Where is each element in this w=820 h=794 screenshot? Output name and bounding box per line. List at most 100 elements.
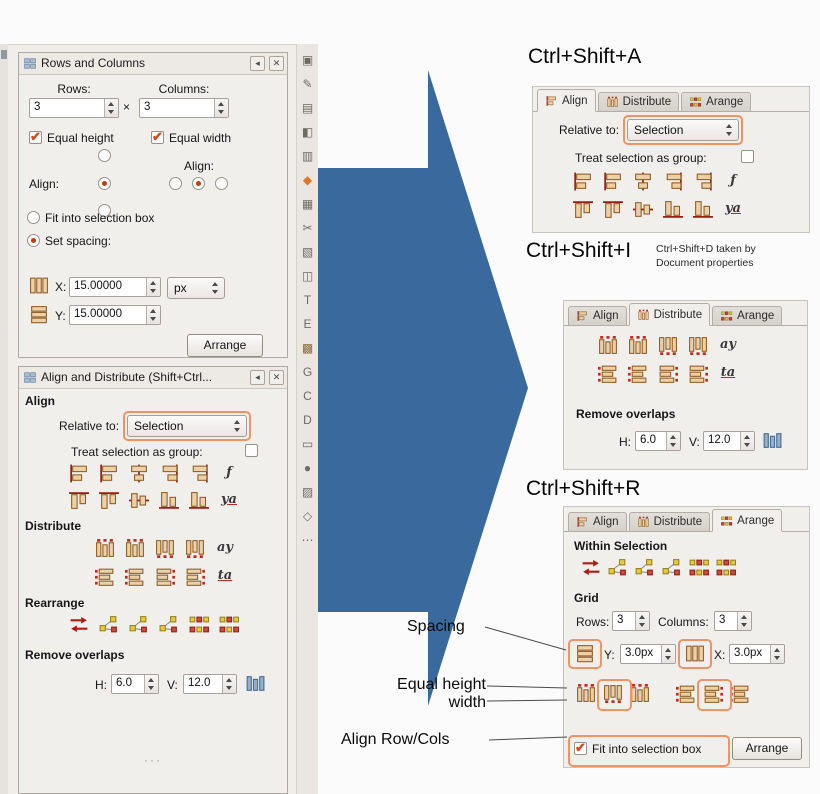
align-right-icon[interactable] bbox=[157, 463, 181, 484]
v-gap-input[interactable]: 12.0 bbox=[183, 674, 237, 694]
align-text-baseline-icon[interactable]: ya bbox=[725, 201, 741, 216]
y-spacing-spinner[interactable] bbox=[661, 645, 675, 663]
y-spacing-input[interactable]: 15.00000 bbox=[69, 305, 161, 325]
equal-height-center-icon[interactable] bbox=[701, 683, 725, 704]
distribute-gaps-v-icon[interactable] bbox=[686, 363, 710, 384]
align-top-edge-icon[interactable] bbox=[67, 490, 91, 511]
h-gap-spinner[interactable] bbox=[144, 675, 158, 693]
unit-select[interactable]: px bbox=[167, 277, 225, 299]
unclump-icon[interactable] bbox=[217, 614, 241, 635]
tab-distribute[interactable]: Distribute bbox=[628, 512, 711, 532]
align-center-h-icon[interactable] bbox=[631, 171, 655, 192]
remove-overlaps-icon[interactable] bbox=[760, 430, 784, 451]
dock-icon[interactable]: ◧ bbox=[301, 125, 314, 139]
distribute-left-icon[interactable] bbox=[93, 538, 117, 559]
distribute-text-h-icon[interactable]: ay bbox=[217, 540, 233, 555]
v-gap-spinner[interactable] bbox=[740, 432, 754, 450]
fit-selection-checkbox[interactable] bbox=[574, 740, 587, 756]
x-spacing-input[interactable]: 15.00000 bbox=[69, 277, 161, 297]
dock-dialog-button[interactable]: ◂ bbox=[250, 56, 265, 71]
tab-align[interactable]: Align bbox=[568, 512, 627, 532]
distribute-left-icon[interactable] bbox=[596, 335, 620, 356]
v-gap-input[interactable]: 12.0 bbox=[703, 431, 755, 451]
randomize-icon[interactable] bbox=[187, 614, 211, 635]
align-right-edge-icon[interactable] bbox=[691, 171, 715, 192]
graph-layout-icon[interactable] bbox=[97, 614, 121, 635]
align-middle-icon[interactable] bbox=[631, 199, 655, 220]
equal-width-center-icon[interactable] bbox=[601, 683, 625, 704]
align-text-baseline-icon[interactable]: ya bbox=[221, 492, 237, 507]
unclump-icon[interactable] bbox=[714, 557, 738, 578]
distribute-gaps-h-icon[interactable] bbox=[183, 538, 207, 559]
dock-icon[interactable]: ● bbox=[303, 461, 312, 475]
rows-input[interactable]: 3 bbox=[29, 98, 119, 118]
align-bottom-icon[interactable] bbox=[661, 199, 685, 220]
distribute-center-v-icon[interactable] bbox=[123, 566, 147, 587]
v-gap-spinner[interactable] bbox=[222, 675, 236, 693]
dock-icon[interactable]: ▤ bbox=[301, 101, 314, 115]
graph-layout-icon[interactable] bbox=[606, 557, 630, 578]
equal-height-icon[interactable] bbox=[674, 683, 698, 704]
relative-to-select[interactable]: Selection bbox=[627, 119, 739, 141]
rotate-positions-icon[interactable] bbox=[660, 557, 684, 578]
align-right-icon[interactable] bbox=[661, 171, 685, 192]
tab-align[interactable]: Align bbox=[537, 89, 596, 112]
rows-spinner[interactable] bbox=[635, 612, 649, 630]
distribute-top-icon[interactable] bbox=[596, 363, 620, 384]
dock-icon[interactable]: ▨ bbox=[301, 485, 314, 499]
rows-spinner[interactable] bbox=[104, 99, 118, 117]
align-vertical-bottom-radio[interactable] bbox=[98, 204, 111, 217]
exchange-zorder-icon[interactable] bbox=[127, 614, 151, 635]
tab-distribute[interactable]: Distribute bbox=[597, 92, 680, 112]
columns-input[interactable]: 3 bbox=[139, 98, 229, 118]
dock-icon[interactable]: C bbox=[303, 389, 312, 403]
arrange-button[interactable]: Arrange bbox=[732, 737, 802, 760]
tab-arange[interactable]: Arange bbox=[712, 509, 783, 532]
arrange-button[interactable]: Arrange bbox=[187, 334, 263, 357]
row-spacing-icon[interactable] bbox=[572, 643, 598, 664]
dock-icon[interactable]: ◆ bbox=[302, 173, 313, 187]
align-horizontal-left-radio[interactable] bbox=[169, 177, 182, 190]
tab-align[interactable]: Align bbox=[568, 306, 627, 326]
y-spacing-spinner[interactable] bbox=[146, 306, 160, 324]
columns-spinner[interactable] bbox=[737, 612, 751, 630]
dock-icon[interactable]: E bbox=[303, 317, 312, 331]
align-text-anchor-icon[interactable]: ƒ bbox=[226, 465, 232, 480]
distribute-center-h-icon[interactable] bbox=[123, 538, 147, 559]
relative-to-select[interactable]: Selection bbox=[127, 415, 247, 437]
equal-width-right-icon[interactable] bbox=[628, 683, 652, 704]
distribute-right-icon[interactable] bbox=[656, 335, 680, 356]
columns-input[interactable]: 3 bbox=[714, 611, 752, 631]
equal-width-checkbox[interactable] bbox=[151, 129, 164, 145]
dialog-titlebar[interactable]: Rows and Columns ◂ ✕ bbox=[19, 53, 287, 75]
dock-icon[interactable]: D bbox=[303, 413, 312, 427]
equal-height-bottom-icon[interactable] bbox=[728, 683, 752, 704]
align-horizontal-center-radio[interactable] bbox=[192, 177, 205, 190]
close-dialog-button[interactable]: ✕ bbox=[269, 56, 284, 71]
align-horizontal-right-radio[interactable] bbox=[215, 177, 228, 190]
exchange-zorder-icon[interactable] bbox=[633, 557, 657, 578]
distribute-text-v-icon[interactable]: ta bbox=[217, 568, 233, 583]
set-spacing-radio[interactable] bbox=[27, 234, 40, 247]
align-right-edge-icon[interactable] bbox=[187, 463, 211, 484]
tab-arange[interactable]: Arange bbox=[681, 92, 752, 112]
x-spacing-spinner[interactable] bbox=[770, 645, 784, 663]
distribute-center-v-icon[interactable] bbox=[626, 363, 650, 384]
align-center-h-icon[interactable] bbox=[127, 463, 151, 484]
randomize-icon[interactable] bbox=[687, 557, 711, 578]
distribute-right-icon[interactable] bbox=[153, 538, 177, 559]
fit-selection-radio[interactable] bbox=[27, 211, 40, 224]
align-left-edge-icon[interactable] bbox=[571, 171, 595, 192]
dock-icon[interactable]: ▭ bbox=[301, 437, 314, 451]
h-gap-input[interactable]: 6.0 bbox=[111, 674, 159, 694]
align-bottom-edge-icon[interactable] bbox=[691, 199, 715, 220]
rotate-positions-icon[interactable] bbox=[157, 614, 181, 635]
tab-distribute[interactable]: Distribute bbox=[628, 303, 711, 326]
equal-height-checkbox[interactable] bbox=[29, 129, 42, 145]
treat-group-checkbox[interactable] bbox=[741, 150, 754, 163]
distribute-center-h-icon[interactable] bbox=[626, 335, 650, 356]
distribute-text-v-icon[interactable]: ta bbox=[720, 365, 736, 380]
align-left-edge-icon[interactable] bbox=[67, 463, 91, 484]
remove-overlaps-icon[interactable] bbox=[243, 673, 267, 694]
dock-icon[interactable]: T bbox=[303, 293, 312, 307]
